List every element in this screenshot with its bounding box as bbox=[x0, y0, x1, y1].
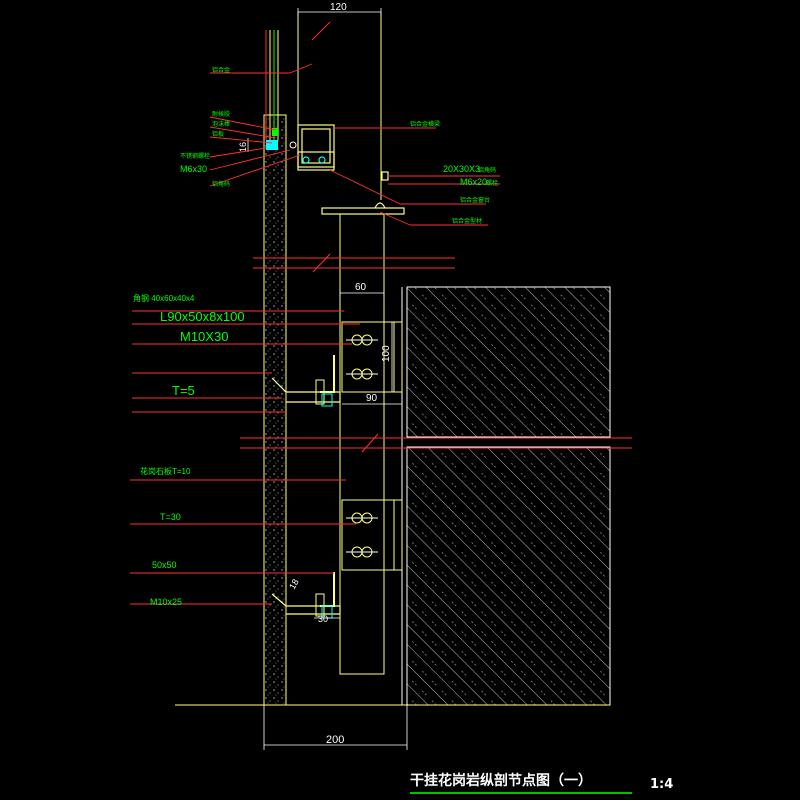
callout-small-3: 泡沫棒 bbox=[212, 120, 230, 128]
callout-small-2: 耐候胶 bbox=[212, 110, 230, 118]
callout-small-1: 铝合金 bbox=[212, 66, 230, 74]
granite-panel bbox=[263, 114, 287, 706]
lower-bracket bbox=[271, 499, 403, 619]
drawing-scale: 1:4 bbox=[650, 777, 673, 792]
upper-bolt-2 bbox=[346, 368, 378, 380]
callout-profile: 铝合金型材 bbox=[452, 217, 482, 225]
dim-lower-leg: 18 bbox=[287, 577, 301, 591]
callout-sill: 铝合金窗台 bbox=[460, 196, 490, 204]
dimensions bbox=[247, 8, 408, 750]
lower-bolt-1 bbox=[346, 512, 378, 524]
callout-bolt-m10: M10x25 bbox=[150, 597, 182, 607]
leader-lines bbox=[130, 63, 500, 605]
callout-small-4: 铝板 bbox=[212, 130, 224, 138]
dim-plate-depth: 90 bbox=[366, 393, 378, 404]
top-connector bbox=[266, 128, 297, 150]
callout-angle-50: 50x50 bbox=[152, 560, 177, 570]
callout-bolt: M6x20 bbox=[460, 177, 487, 187]
dim-top-width: 120 bbox=[330, 2, 347, 13]
callout-clip-suffix: 铝角码 bbox=[478, 166, 496, 174]
window-frame bbox=[265, 12, 382, 200]
callout-anchor-bolt: M10X30 bbox=[180, 329, 228, 344]
dim-small-leg: 16 bbox=[238, 142, 248, 152]
callout-backing-t: T=30 bbox=[160, 512, 181, 522]
callout-clip-size: 20X30X3 bbox=[443, 164, 480, 174]
callout-small-6: 铝角码 bbox=[212, 180, 230, 188]
callout-bolt-suffix: 螺栓 bbox=[486, 179, 498, 187]
drawing-title: 干挂花岗岩纵剖节点图（一） bbox=[410, 772, 592, 789]
callout-l-angle: L90x50x8x100 bbox=[160, 309, 245, 324]
lower-bolt-2 bbox=[346, 546, 378, 558]
dim-plate-height: 100 bbox=[381, 345, 392, 362]
upper-bolt-1 bbox=[346, 334, 378, 346]
callout-small-m6: M6x30 bbox=[180, 164, 207, 174]
callout-embed-angle: 角钢 40x60x40x4 bbox=[133, 293, 195, 303]
callout-small-5: 不锈钢螺栓 bbox=[180, 152, 210, 160]
callout-top-rail: 铝合金横梁 bbox=[410, 120, 440, 128]
callout-stone-t: 花岗石板T=10 bbox=[140, 466, 191, 476]
dim-bracket-width: 60 bbox=[355, 282, 367, 293]
upper-bracket bbox=[271, 321, 403, 407]
aluminium-rail bbox=[297, 124, 405, 215]
dim-lower-depth: 30 bbox=[318, 614, 328, 624]
callout-thickness: T=5 bbox=[172, 383, 195, 398]
break-lines bbox=[240, 21, 632, 453]
concrete-wall bbox=[401, 286, 611, 706]
dim-overall-depth: 200 bbox=[326, 734, 344, 746]
steel-keel bbox=[339, 213, 385, 675]
